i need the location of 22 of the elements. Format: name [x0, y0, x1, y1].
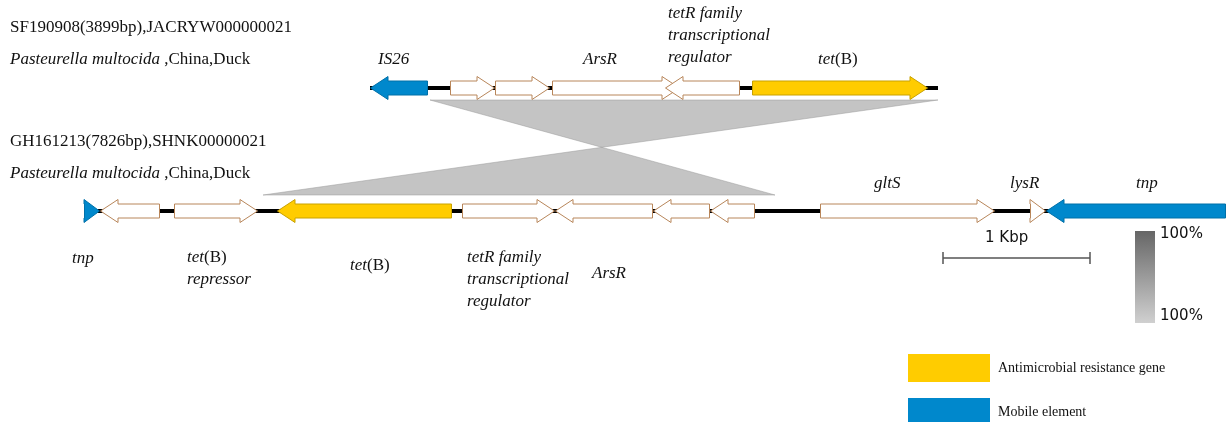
- gene-label: tnp: [72, 247, 95, 269]
- gene-label: ArsR: [592, 262, 627, 284]
- identity-label: 100%: [1160, 223, 1203, 244]
- gene-label: tnp: [1136, 172, 1159, 194]
- gene-label: IS26: [378, 48, 411, 70]
- gene-label: ArsR: [583, 48, 618, 70]
- gene-label: tetR family transcriptional regulator: [668, 2, 771, 68]
- gene-label: lysR: [1010, 172, 1041, 194]
- gene-label: tet(B) repressor: [187, 246, 252, 290]
- gene-label: gltS: [874, 172, 902, 194]
- strain-info: GH161213(7826bp),SHNK00000021: [10, 130, 267, 152]
- species-info: Pasteurella multocida ,China,Duck: [10, 48, 251, 70]
- scale-label: 1 Kbp: [985, 227, 1029, 248]
- identity-label: 100%: [1160, 305, 1203, 326]
- species-info: Pasteurella multocida ,China,Duck: [10, 162, 251, 184]
- gene-label: tetR family transcriptional regulator: [467, 246, 570, 312]
- strain-info: SF190908(3899bp),JACRYW000000021: [10, 16, 292, 38]
- legend-label: Antimicrobial resistance gene: [998, 360, 1166, 376]
- legend-label: Mobile element: [998, 404, 1087, 420]
- gene-label: tet(B): [350, 254, 391, 276]
- identity-gradient-bar: [1135, 231, 1155, 323]
- gene-label: tet(B): [818, 48, 859, 70]
